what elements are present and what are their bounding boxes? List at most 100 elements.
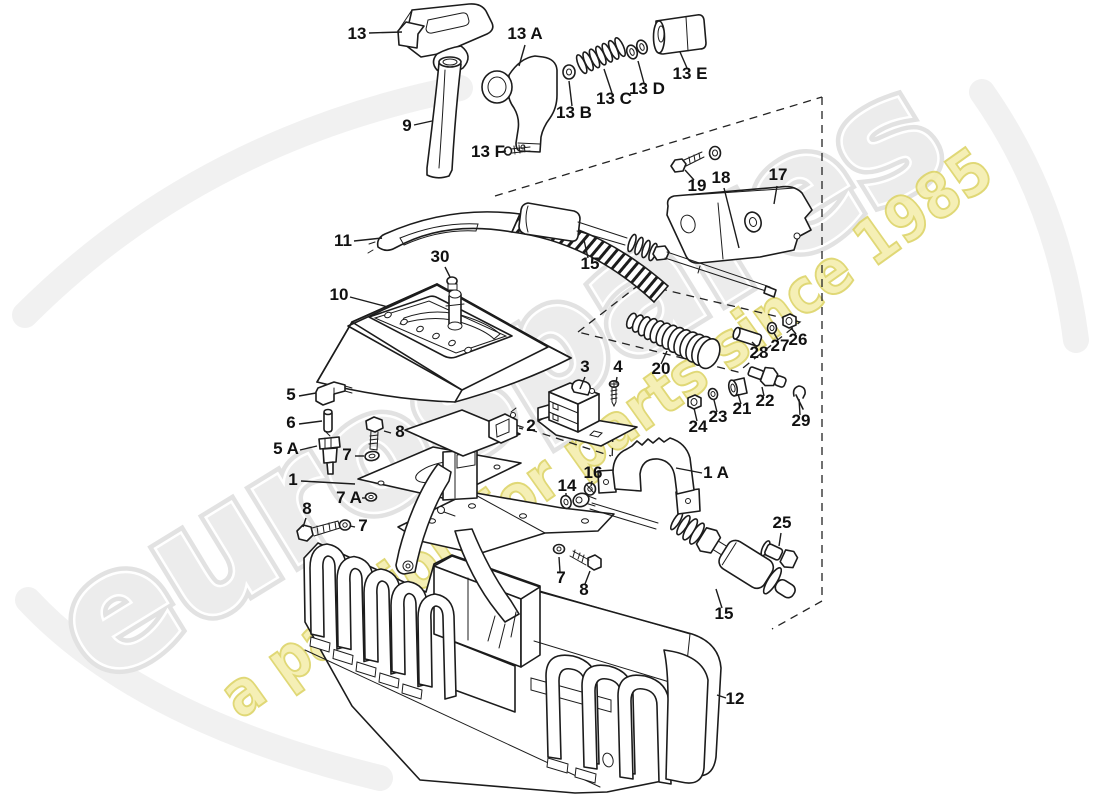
part-label-21-22: 21 bbox=[733, 399, 752, 418]
part-3-switch bbox=[537, 379, 638, 447]
part-label-28-16: 28 bbox=[750, 343, 769, 362]
part-label-18-9: 18 bbox=[712, 168, 731, 187]
part-label-6-28: 6 bbox=[286, 413, 295, 432]
part-25-cable-end-fitting bbox=[760, 540, 799, 569]
part-label-11-12: 11 bbox=[334, 231, 352, 250]
leader-line-13a-1 bbox=[518, 44, 526, 67]
part-label-15-42: 15 bbox=[715, 604, 734, 623]
leader-line-5a-29 bbox=[299, 445, 318, 451]
part-7-washer-b bbox=[338, 519, 352, 531]
part-label-22-23: 22 bbox=[756, 391, 775, 410]
lower-bracket-plate bbox=[397, 491, 615, 555]
leader-line-7-38 bbox=[349, 525, 356, 528]
part-label-5a-29: 5 A bbox=[273, 439, 299, 458]
leader-line-11-12 bbox=[353, 237, 383, 242]
part-label-24-25: 24 bbox=[689, 417, 708, 436]
selector-link-rod bbox=[572, 492, 659, 530]
part-20-bellows bbox=[625, 312, 721, 370]
part-label-3-19: 3 bbox=[580, 357, 589, 376]
part-19-bolt bbox=[670, 151, 705, 173]
part-15-upper-cable bbox=[518, 202, 777, 298]
part-label-13b-2: 13 B bbox=[556, 103, 592, 122]
leader-line-20-15 bbox=[660, 350, 668, 365]
part-label-13c-3: 13 C bbox=[596, 89, 632, 108]
part-27-washer bbox=[766, 321, 778, 335]
leader-line-16-34 bbox=[590, 480, 593, 487]
leader-line-1a-36 bbox=[675, 467, 703, 474]
watermark-swoosh-bottom bbox=[15, 587, 393, 791]
part-17-cable-bracket bbox=[666, 185, 813, 264]
part-label-15-11: 15 bbox=[581, 254, 600, 273]
part-label-17-10: 17 bbox=[769, 165, 788, 184]
leader-line-13d-4 bbox=[637, 60, 645, 84]
leader-line-18-9 bbox=[723, 187, 740, 249]
part-label-13e-5: 13 E bbox=[673, 64, 708, 83]
leader-line-24-25 bbox=[693, 407, 698, 422]
part-8-bolt-a bbox=[365, 416, 384, 451]
lever-stub bbox=[445, 289, 465, 331]
part-13f-screw bbox=[503, 144, 531, 156]
part-16-lock-washer bbox=[583, 482, 597, 496]
part-label-30-13: 30 bbox=[431, 247, 450, 266]
leader-line-29-26 bbox=[798, 398, 801, 416]
part-label-13a-1: 13 A bbox=[507, 24, 542, 43]
leader-line-25-39 bbox=[778, 532, 782, 547]
part-label-14-35: 14 bbox=[558, 476, 577, 495]
part-2-clip bbox=[488, 407, 518, 444]
leader-line-10-14 bbox=[349, 296, 389, 308]
part-label-8-41: 8 bbox=[579, 580, 588, 599]
part-13b-washer bbox=[562, 64, 576, 80]
part-label-20-15: 20 bbox=[652, 359, 671, 378]
part-12-housing bbox=[303, 542, 722, 794]
part-18-washer bbox=[708, 145, 722, 161]
watermark-swoosh-right bbox=[969, 79, 1089, 353]
part-label-5-27: 5 bbox=[286, 385, 295, 404]
leader-line-15-11 bbox=[583, 239, 589, 259]
leader-line-19-8 bbox=[684, 169, 695, 181]
part-14-washer bbox=[560, 494, 572, 510]
part-24-nut bbox=[687, 394, 702, 410]
part-label-13-0: 13 bbox=[348, 24, 367, 43]
part-label-10-14: 10 bbox=[330, 285, 349, 304]
part-label-13f-6: 13 F bbox=[471, 142, 505, 161]
leader-line-8-41 bbox=[584, 570, 591, 585]
part-13e-guide-tube bbox=[652, 14, 707, 55]
part-label-7-31: 7 bbox=[342, 445, 351, 464]
part-label-26-18: 26 bbox=[789, 330, 808, 349]
part-5-clamp bbox=[315, 381, 353, 406]
leader-line-9-7 bbox=[413, 120, 433, 126]
leader-line-28-16 bbox=[751, 341, 758, 348]
leader-line-4-20 bbox=[615, 376, 618, 384]
part-label-23-24: 23 bbox=[709, 407, 728, 426]
leader-line-8-30 bbox=[383, 430, 392, 434]
leader-line-15-42 bbox=[715, 588, 723, 609]
leader-line-27-17 bbox=[773, 332, 779, 341]
part-21-bushing bbox=[727, 377, 748, 397]
part-label-16-34: 16 bbox=[584, 463, 603, 482]
part-label-7a-33: 7 A bbox=[336, 488, 362, 507]
shifter-mechanism bbox=[357, 446, 659, 649]
leader-line-13b-2 bbox=[568, 80, 573, 107]
part-label-25-39: 25 bbox=[773, 513, 792, 532]
leader-lines bbox=[298, 31, 801, 699]
part-10-console-cover bbox=[316, 283, 572, 457]
part-28-pin bbox=[732, 326, 763, 347]
gear-gate-markings bbox=[384, 311, 472, 354]
part-label-8-30: 8 bbox=[395, 422, 404, 441]
leader-line-17-10 bbox=[773, 185, 778, 205]
left-support-arm bbox=[395, 463, 456, 575]
leader-line-13f-6 bbox=[499, 150, 507, 153]
part-15-lower-cable bbox=[669, 511, 796, 599]
part-4-screw bbox=[608, 379, 620, 408]
leader-line-21-22 bbox=[737, 393, 742, 405]
part-label-2-21: 2 bbox=[526, 416, 535, 435]
leader-line-12-43 bbox=[716, 694, 727, 699]
part-9-lever-boot bbox=[426, 56, 462, 179]
part-22-threaded-pin bbox=[747, 366, 787, 388]
leader-line-7-40 bbox=[558, 556, 561, 573]
leader-line-23-24 bbox=[713, 399, 718, 413]
part-label-27-17: 27 bbox=[771, 336, 790, 355]
part-7a-nut bbox=[364, 492, 378, 502]
